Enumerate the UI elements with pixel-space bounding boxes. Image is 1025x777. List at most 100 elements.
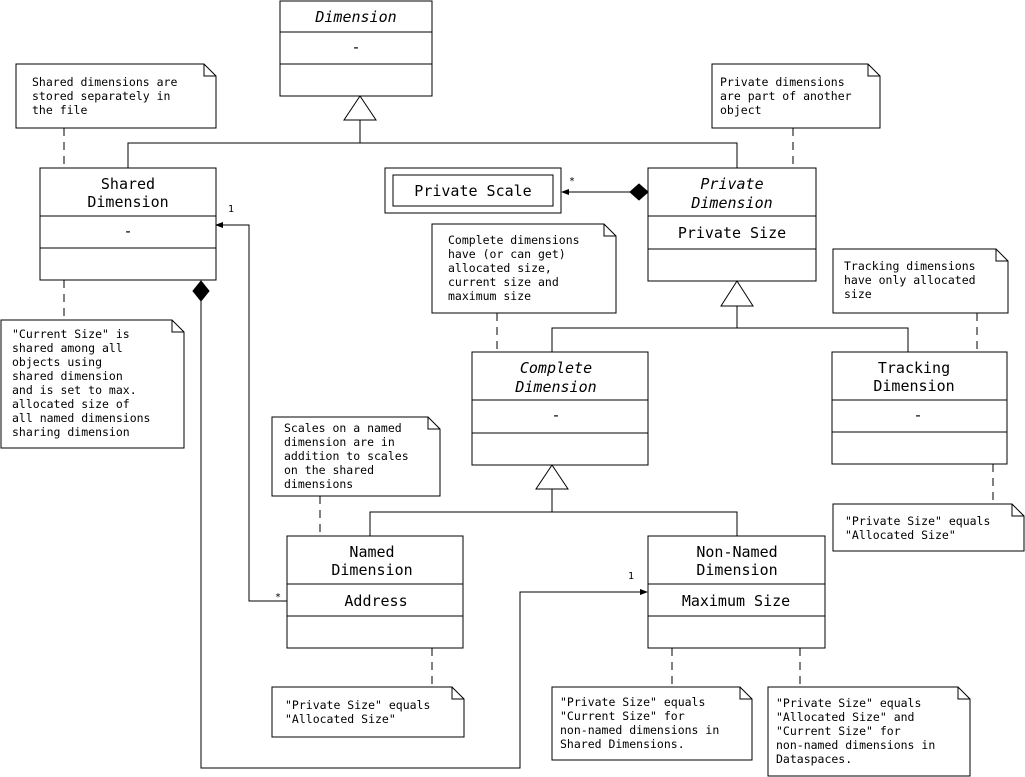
note-shared-dimensions: Shared dimensions are stored separately …	[15, 63, 217, 129]
multiplicity-scale-many: *	[569, 176, 575, 187]
svg-text:Shared Dimensions.: Shared Dimensions.	[560, 737, 685, 751]
dimension-generalization-line	[127, 142, 738, 168]
class-name-line: Dimension	[690, 194, 772, 212]
svg-text:non-named dimensions in: non-named dimensions in	[776, 738, 935, 752]
class-attribute: -	[551, 406, 560, 424]
svg-text:"Private Size" equals: "Private Size" equals	[560, 695, 705, 709]
connector-lines	[127, 120, 909, 769]
svg-text:all named dimensions: all named dimensions	[12, 411, 150, 425]
svg-text:object: object	[720, 103, 762, 117]
svg-text:current size and: current size and	[448, 275, 559, 289]
class-name-line: Dimension	[873, 377, 954, 395]
class-name-line: Non-Named	[696, 543, 777, 561]
class-name-line: Dimension	[696, 561, 777, 579]
svg-text:addition to scales: addition to scales	[284, 449, 409, 463]
private-scale-arrowhead	[561, 189, 569, 195]
svg-text:allocated size,: allocated size,	[448, 261, 552, 275]
shared-nonnamed-composition-line	[200, 301, 640, 769]
svg-text:have (or can get): have (or can get)	[448, 247, 566, 261]
svg-text:dimensions: dimensions	[284, 477, 353, 491]
complete-generalization-line	[369, 511, 738, 536]
svg-text:Scales on a named: Scales on a named	[284, 421, 402, 435]
class-name-line: Shared	[101, 175, 155, 193]
svg-text:sharing dimension: sharing dimension	[12, 425, 130, 439]
svg-text:stored separately in: stored separately in	[32, 89, 170, 103]
svg-text:Dataspaces.: Dataspaces.	[776, 752, 852, 766]
multiplicity-shared-one: 1	[228, 204, 234, 215]
note-tracking-private-size: "Private Size" equals "Allocated Size"	[832, 503, 1025, 552]
private-scale-composition-diamond	[629, 183, 649, 201]
svg-text:shared dimension: shared dimension	[12, 369, 123, 383]
svg-text:"Current Size" for: "Current Size" for	[776, 724, 901, 738]
multiplicity-labels: * 1 * 1	[228, 176, 634, 603]
class-name-line: Named	[349, 543, 394, 561]
class-name-line: Private	[700, 175, 763, 193]
svg-text:"Private Size" equals: "Private Size" equals	[776, 696, 921, 710]
class-named-dimension[interactable]: Named Dimension Address	[286, 535, 464, 649]
named-shared-association-line	[222, 224, 287, 602]
class-attribute: Private Size	[678, 224, 786, 242]
nonnamed-association-arrowhead	[640, 589, 648, 595]
note-tracking-dimensions: Tracking dimensions have only allocated …	[832, 248, 1009, 314]
class-attribute: -	[913, 406, 922, 424]
shared-composition-diamond	[192, 280, 210, 302]
note-complete-dimensions: Complete dimensions have (or can get) al…	[431, 223, 617, 314]
svg-text:"Allocated Size": "Allocated Size"	[285, 712, 396, 726]
class-attribute: -	[351, 38, 360, 56]
svg-text:Shared dimensions are: Shared dimensions are	[32, 75, 177, 89]
class-private-dimension[interactable]: Private Dimension Private Size	[647, 167, 817, 282]
svg-text:dimension are in: dimension are in	[284, 435, 395, 449]
note-anchor-lines	[63, 128, 994, 687]
private-inheritance-triangle	[720, 280, 754, 307]
class-shared-dimension[interactable]: Shared Dimension -	[39, 167, 217, 281]
note-nonnamed-dataspaces: "Private Size" equals "Allocated Size" a…	[767, 686, 971, 777]
svg-text:Private dimensions: Private dimensions	[720, 75, 845, 89]
class-tracking-dimension[interactable]: Tracking Dimension -	[831, 351, 1008, 465]
svg-text:"Allocated Size": "Allocated Size"	[845, 528, 956, 542]
svg-text:shared among all: shared among all	[12, 341, 123, 355]
class-name-line: Dimension	[87, 193, 168, 211]
svg-text:"Private Size" equals: "Private Size" equals	[845, 514, 990, 528]
class-attribute: Maximum Size	[682, 592, 790, 610]
note-current-size: "Current Size" is shared among all objec…	[0, 319, 185, 449]
svg-text:"Allocated Size" and: "Allocated Size" and	[776, 710, 914, 724]
multiplicity-nonnamed-one: 1	[628, 571, 634, 582]
dimension-inheritance-triangle	[343, 95, 377, 121]
svg-text:Tracking dimensions: Tracking dimensions	[844, 259, 976, 273]
shared-association-arrowhead	[215, 222, 223, 228]
class-attribute: Address	[344, 592, 407, 610]
class-name: Private Scale	[414, 182, 531, 200]
svg-text:maximum size: maximum size	[448, 289, 531, 303]
class-name-line: Complete	[520, 359, 592, 377]
note-scales-on-named-dimension: Scales on a named dimension are in addit…	[271, 416, 441, 497]
svg-text:Complete dimensions: Complete dimensions	[448, 233, 580, 247]
svg-text:non-named dimensions in: non-named dimensions in	[560, 723, 719, 737]
connector-ends	[192, 95, 754, 595]
svg-text:are part of another: are part of another	[720, 89, 852, 103]
svg-text:on the shared: on the shared	[284, 463, 374, 477]
class-private-scale[interactable]: Private Scale	[384, 167, 562, 214]
note-private-dimensions: Private dimensions are part of another o…	[711, 63, 881, 129]
svg-text:"Current Size" is: "Current Size" is	[12, 327, 130, 341]
svg-text:have only allocated: have only allocated	[844, 273, 976, 287]
class-name-line: Dimension	[514, 378, 596, 396]
note-nonnamed-shared: "Private Size" equals "Current Size" for…	[551, 686, 753, 761]
class-complete-dimension[interactable]: Complete Dimension -	[471, 351, 649, 466]
multiplicity-named-many: *	[275, 592, 281, 603]
class-non-named-dimension[interactable]: Non-Named Dimension Maximum Size	[647, 535, 826, 649]
svg-text:and is set to max.: and is set to max.	[12, 383, 137, 397]
private-generalization-line	[551, 327, 909, 352]
complete-inheritance-triangle	[535, 464, 569, 490]
note-named-private-size: "Private Size" equals "Allocated Size"	[271, 686, 465, 738]
svg-text:the file: the file	[32, 103, 87, 117]
class-name-line: Tracking	[878, 359, 950, 377]
svg-text:objects using: objects using	[12, 355, 102, 369]
class-name: Dimension	[314, 8, 396, 26]
class-attribute: -	[123, 222, 132, 240]
svg-text:size: size	[844, 287, 872, 301]
svg-text:"Current Size" for: "Current Size" for	[560, 709, 685, 723]
svg-text:"Private Size" equals: "Private Size" equals	[285, 698, 430, 712]
class-dimension[interactable]: Dimension -	[279, 0, 433, 97]
class-name-line: Dimension	[331, 561, 412, 579]
